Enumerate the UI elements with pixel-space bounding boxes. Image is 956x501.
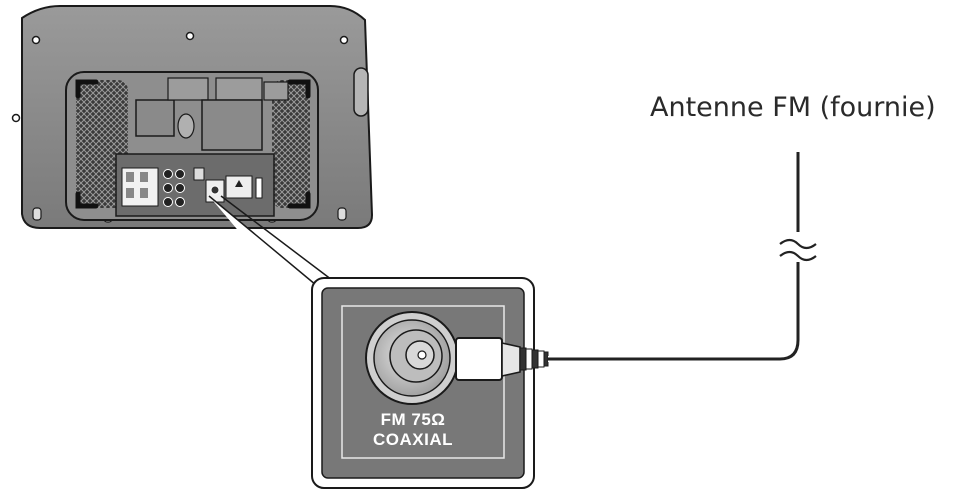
antenna-plug: [455, 337, 549, 381]
fm-port-small: [210, 185, 220, 195]
antenna-label: Antenne FM (fournie): [650, 92, 936, 123]
zoom-callout: [208, 195, 337, 325]
screw: [339, 35, 349, 45]
foot: [337, 207, 347, 221]
side-handle: [353, 67, 369, 117]
port-label-frequency: FM 75Ω: [380, 410, 446, 429]
fm-port-closeup: [311, 277, 549, 489]
screw: [11, 113, 21, 123]
cable-break-mark: [779, 238, 817, 250]
screw: [31, 35, 41, 45]
device-rear-panel: [11, 5, 374, 229]
foot: [32, 207, 42, 221]
cable-break-mark: [779, 250, 817, 262]
coax-center-pin: [417, 350, 427, 360]
port-label-type: COAXIAL: [373, 430, 453, 449]
speaker-grille-left: [76, 80, 128, 208]
screw: [185, 31, 195, 41]
speaker-grille-right: [272, 80, 310, 208]
antenna-cable: [548, 152, 817, 362]
